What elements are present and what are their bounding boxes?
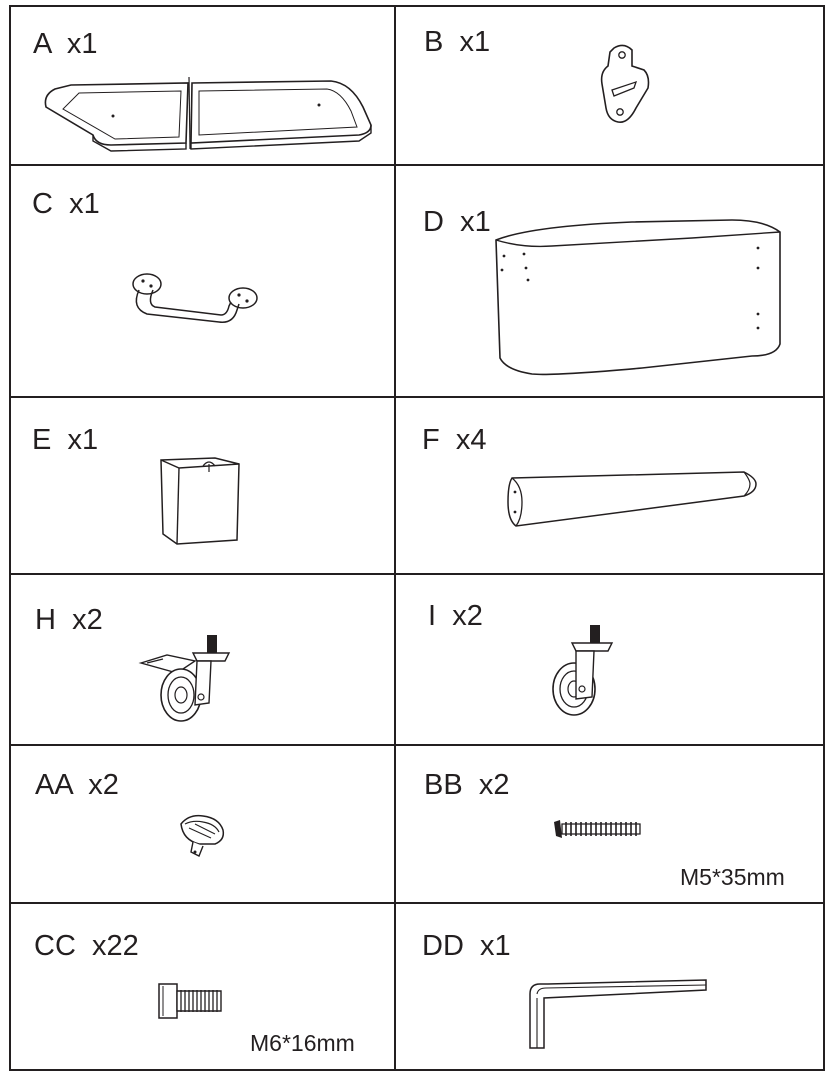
part-label: DD x1 bbox=[422, 930, 511, 962]
part-cell-e: E x1 bbox=[11, 398, 394, 573]
bolt-icon bbox=[157, 980, 223, 1022]
screw-icon bbox=[554, 820, 644, 838]
row-divider bbox=[9, 902, 825, 904]
part-label: F x4 bbox=[422, 424, 487, 456]
part-cell-cc: CC x22 M6*16mm bbox=[11, 904, 394, 1069]
row-divider bbox=[9, 573, 825, 575]
column-divider bbox=[394, 5, 396, 1071]
caster-icon bbox=[546, 625, 616, 717]
part-label: BB x2 bbox=[424, 769, 510, 801]
bin-box-icon bbox=[157, 454, 245, 546]
part-cell-f: F x4 bbox=[396, 398, 823, 573]
part-cell-h: H x2 bbox=[11, 575, 394, 744]
bottle-opener-icon bbox=[596, 42, 650, 128]
part-cell-i: I x2 bbox=[396, 575, 823, 744]
part-cell-c: C x1 bbox=[11, 166, 394, 396]
knob-icon bbox=[175, 812, 227, 858]
handle-bar-icon bbox=[129, 270, 271, 332]
part-label: I x2 bbox=[428, 600, 483, 632]
part-label: A x1 bbox=[33, 28, 98, 60]
locking-caster-icon bbox=[137, 635, 233, 723]
parts-table-frame bbox=[9, 5, 825, 1071]
row-divider bbox=[9, 744, 825, 746]
part-spec: M6*16mm bbox=[250, 1030, 355, 1056]
part-cell-dd: DD x1 bbox=[396, 904, 823, 1069]
part-label: AA x2 bbox=[35, 769, 119, 801]
row-divider bbox=[9, 396, 825, 398]
part-cell-aa: AA x2 bbox=[11, 746, 394, 902]
part-label: E x1 bbox=[32, 424, 99, 456]
row-divider bbox=[9, 164, 825, 166]
part-label: C x1 bbox=[32, 188, 100, 220]
leg-icon bbox=[506, 470, 758, 530]
tabletop-icon bbox=[41, 73, 381, 153]
part-cell-bb: BB x2 M5*35mm bbox=[396, 746, 823, 902]
part-label: CC x22 bbox=[34, 930, 139, 962]
part-spec: M5*35mm bbox=[680, 864, 785, 890]
allen-key-icon bbox=[526, 974, 712, 1052]
part-label: B x1 bbox=[424, 26, 491, 58]
cabinet-body-icon bbox=[492, 218, 784, 378]
part-cell-b: B x1 bbox=[396, 7, 823, 164]
part-cell-d: D x1 bbox=[396, 166, 823, 396]
part-cell-a: A x1 bbox=[11, 7, 394, 164]
part-label: D x1 bbox=[423, 206, 491, 238]
part-label: H x2 bbox=[35, 604, 103, 636]
